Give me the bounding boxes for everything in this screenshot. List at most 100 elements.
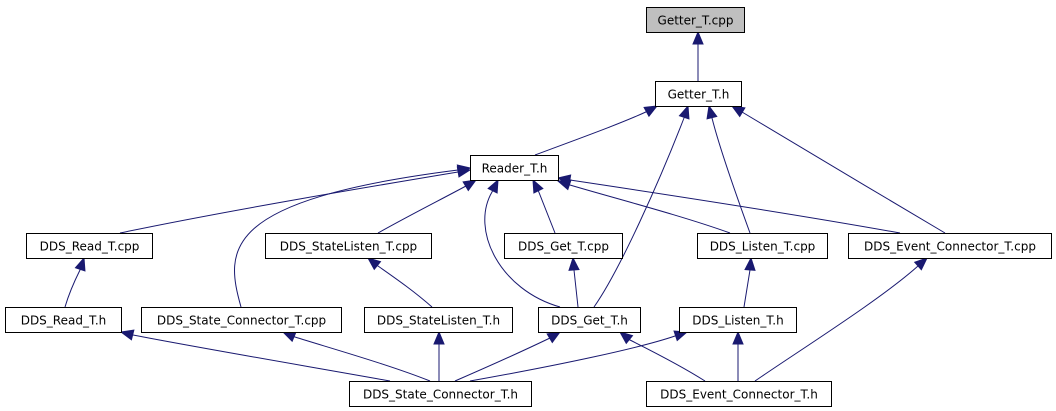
edge-state_conn_h-to-get_h <box>454 331 562 382</box>
node-read-h[interactable]: DDS_Read_T.h <box>5 307 122 333</box>
node-label: Getter_T.h <box>668 88 730 102</box>
node-get-h[interactable]: DDS_Get_T.h <box>538 307 641 333</box>
edge-line <box>754 257 928 382</box>
arrowhead <box>546 331 562 344</box>
node-read-cpp[interactable]: DDS_Read_T.cpp <box>26 233 153 259</box>
edge-line <box>282 331 431 382</box>
node-statelisten-h[interactable]: DDS_StateListen_T.h <box>364 307 513 333</box>
edge-read_h-to-read_cpp <box>64 256 86 308</box>
edge-get_h-to-getter_h <box>593 104 690 308</box>
edge-event_conn_h-to-event_conn_cpp <box>754 257 928 382</box>
edge-getter_h-to-getter_cpp <box>692 30 704 81</box>
edge-event_conn_cpp-to-getter_h <box>730 105 946 234</box>
edge-state_conn_cpp-to-reader_h <box>234 164 472 308</box>
node-label: Getter_T.cpp <box>658 14 734 28</box>
arrowhead <box>281 331 297 343</box>
edge-line <box>484 179 561 308</box>
node-listen-cpp[interactable]: DDS_Listen_T.cpp <box>697 233 828 259</box>
edge-state_conn_h-to-state_conn_cpp <box>281 331 431 382</box>
edge-listen_cpp-to-getter_h <box>706 104 751 234</box>
edge-event_conn_h-to-get_h <box>618 331 706 382</box>
arrowhead <box>462 179 478 192</box>
arrowhead <box>532 178 544 194</box>
edge-line <box>731 105 946 234</box>
node-label: DDS_StateListen_T.h <box>377 314 500 328</box>
node-state-conn-cpp[interactable]: DDS_State_Connector_T.cpp <box>141 307 342 333</box>
edge-line <box>619 331 706 382</box>
arrowhead <box>706 104 718 120</box>
arrowhead <box>74 256 86 272</box>
node-box[interactable] <box>848 233 1052 259</box>
edge-get_h-to-get_cpp <box>568 256 580 308</box>
edge-statelisten_cpp-to-reader_h <box>377 179 478 234</box>
node-box[interactable] <box>141 307 342 333</box>
edge-line <box>367 257 433 308</box>
arrowhead <box>456 164 472 176</box>
edge-line <box>557 177 901 234</box>
edge-line <box>454 331 561 382</box>
node-box[interactable] <box>265 233 432 259</box>
edge-listen_cpp-to-reader_h <box>556 179 731 234</box>
arrowhead <box>732 330 744 345</box>
arrowhead <box>556 174 572 186</box>
arrowhead <box>568 256 580 271</box>
edge-line <box>119 169 471 234</box>
node-box[interactable] <box>504 233 623 259</box>
arrowhead <box>744 256 756 271</box>
edge-state_conn_h-to-listen_h <box>469 330 689 382</box>
node-label: DDS_State_Connector_T.h <box>363 388 518 402</box>
node-label: DDS_Get_T.cpp <box>518 240 609 254</box>
node-label: DDS_StateListen_T.cpp <box>280 240 417 254</box>
arrowhead <box>487 178 499 194</box>
edge-event_conn_h-to-listen_h <box>732 330 744 381</box>
edge-line <box>120 331 391 382</box>
node-event-conn-h[interactable]: DDS_Event_Connector_T.h <box>646 381 832 407</box>
node-box[interactable] <box>26 233 153 259</box>
arrowhead <box>366 257 382 271</box>
edge-line <box>64 257 85 308</box>
node-box[interactable] <box>5 307 122 333</box>
edge-line <box>534 105 658 156</box>
edge-line <box>593 105 689 308</box>
node-event-conn-cpp[interactable]: DDS_Event_Connector_T.cpp <box>848 233 1052 259</box>
edge-line <box>708 105 751 234</box>
node-label: DDS_State_Connector_T.cpp <box>157 314 326 328</box>
edge-layer <box>64 30 946 382</box>
arrowhead <box>433 330 445 345</box>
node-get-cpp[interactable]: DDS_Get_T.cpp <box>504 233 623 259</box>
edge-line <box>557 180 731 234</box>
node-statelisten-cpp[interactable]: DDS_StateListen_T.cpp <box>265 233 432 259</box>
edge-line <box>234 167 471 308</box>
arrowhead <box>119 329 135 341</box>
node-getter-h[interactable]: Getter_T.h <box>655 81 742 107</box>
edge-read_cpp-to-reader_h <box>119 166 472 234</box>
arrowhead <box>678 104 690 120</box>
edge-statelisten_h-to-statelisten_cpp <box>366 257 433 308</box>
node-state-conn-h[interactable]: DDS_State_Connector_T.h <box>349 381 532 407</box>
edge-state_conn_h-to-statelisten_h <box>433 330 445 381</box>
node-box[interactable] <box>679 307 797 333</box>
node-label: DDS_Read_T.h <box>21 314 107 328</box>
node-label: DDS_Listen_T.h <box>692 314 783 328</box>
node-box[interactable] <box>646 7 745 33</box>
edge-reader_h-to-getter_h <box>534 105 659 156</box>
node-box[interactable] <box>349 381 532 407</box>
node-layer: Getter_T.cppGetter_T.hReader_T.hDDS_Read… <box>5 7 1052 407</box>
node-listen-h[interactable]: DDS_Listen_T.h <box>679 307 797 333</box>
node-box[interactable] <box>697 233 828 259</box>
edge-state_conn_h-to-read_h <box>119 329 391 382</box>
node-box[interactable] <box>538 307 641 333</box>
node-label: DDS_Read_T.cpp <box>40 240 140 254</box>
arrowhead <box>913 257 928 271</box>
arrowhead <box>618 331 634 345</box>
edge-get_cpp-to-reader_h <box>532 178 556 234</box>
node-box[interactable] <box>470 155 559 181</box>
node-box[interactable] <box>655 81 742 107</box>
node-box[interactable] <box>646 381 832 407</box>
node-label: DDS_Listen_T.cpp <box>710 240 816 254</box>
node-box[interactable] <box>364 307 513 333</box>
node-reader-h[interactable]: Reader_T.h <box>470 155 559 181</box>
node-getter-cpp[interactable]: Getter_T.cpp <box>646 7 745 33</box>
edge-listen_h-to-listen_cpp <box>743 256 756 308</box>
arrowhead <box>643 105 659 118</box>
